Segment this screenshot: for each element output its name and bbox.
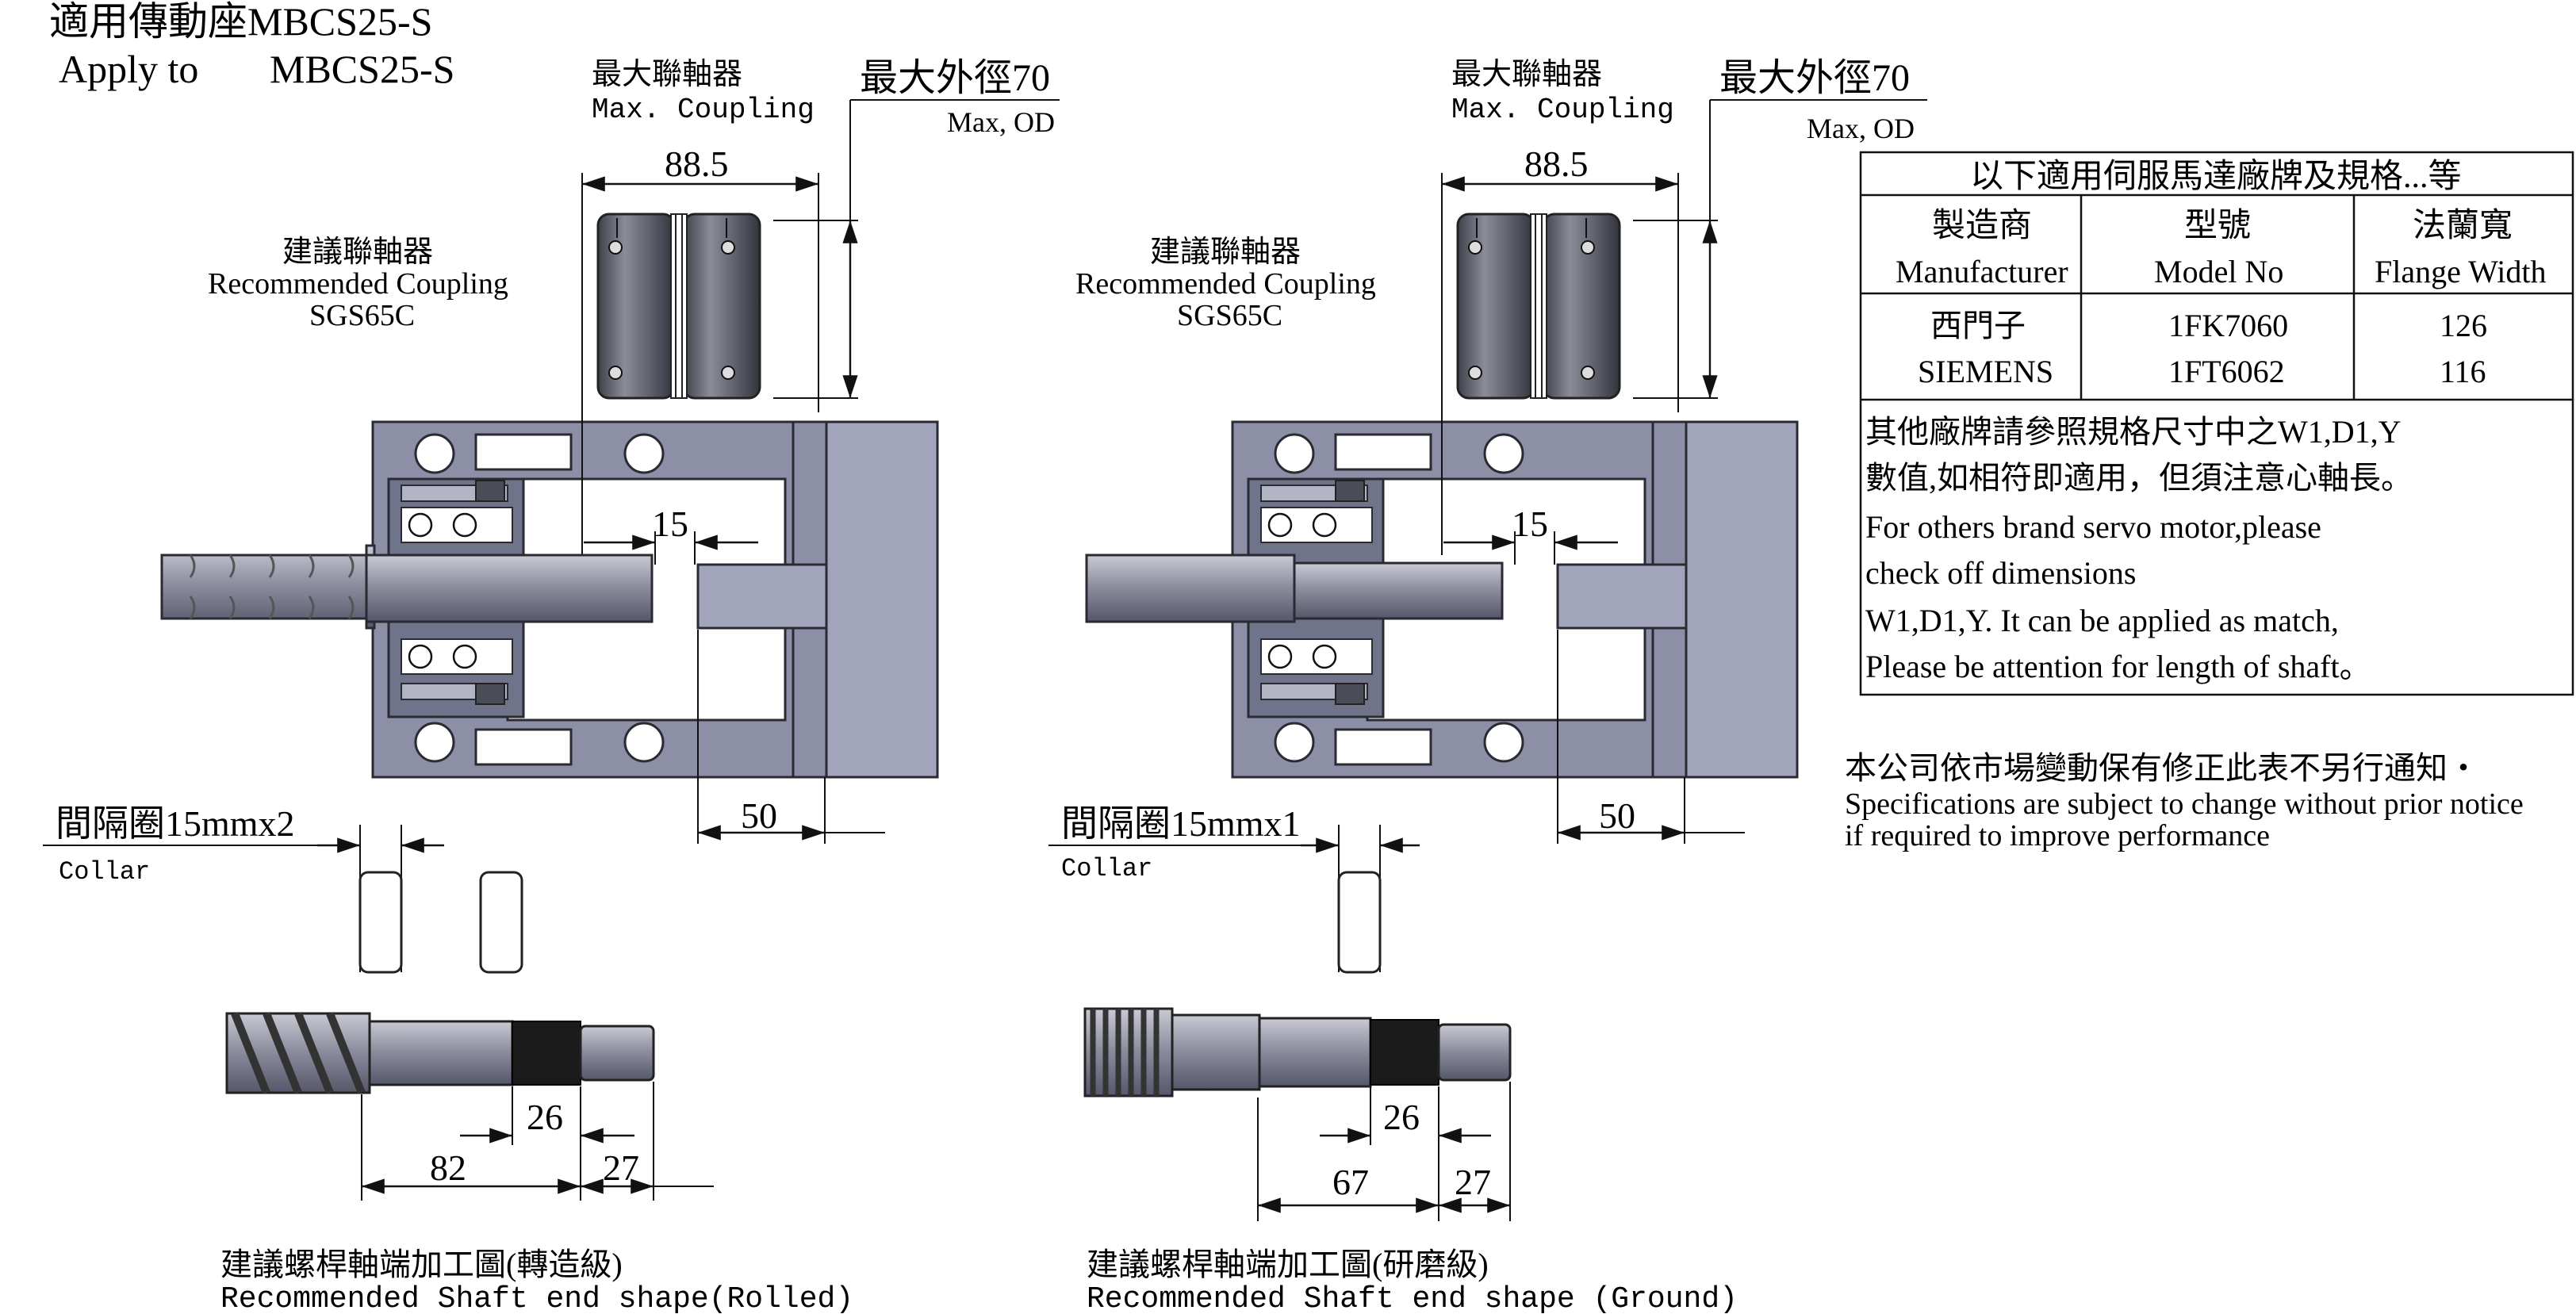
- dim-thread: 26: [1383, 1097, 1420, 1137]
- shaft-caption-en: Recommended Shaft end shape(Rolled): [220, 1282, 853, 1314]
- collar-left: [317, 825, 523, 974]
- header-flange-zh: 法蘭寬: [2413, 207, 2513, 244]
- header-model-en: Model No: [2154, 254, 2283, 289]
- note-line-1: 數值,如相符即適用，但須注意心軸長。: [1865, 460, 2413, 496]
- recommended-coupling-en: Recommended Coupling: [208, 267, 508, 301]
- note-line-4: W1,D1,Y. It can be applied as match,: [1865, 603, 2339, 638]
- header-manufacturer-zh: 製造商: [1932, 208, 2032, 244]
- gap-dim: 15: [1512, 504, 1548, 544]
- recommended-coupling-en: Recommended Coupling: [1075, 267, 1376, 301]
- notice-en-2: if required to improve performance: [1845, 819, 2270, 852]
- apply-label: Apply to: [59, 47, 198, 91]
- coupling-width-dim: 88.5: [665, 144, 729, 184]
- max-od-zh: 最大外徑70: [1719, 57, 1910, 99]
- shaft-end-left: [225, 1012, 714, 1201]
- title-zh: 適用傳動座MBCS25-S: [49, 0, 432, 44]
- dim-total: 82: [430, 1147, 466, 1188]
- collar-en: Collar: [59, 857, 150, 887]
- collar-right: [1301, 825, 1420, 974]
- recommended-coupling-model: SGS65C: [309, 299, 415, 332]
- header-manufacturer-en: Manufacturer: [1896, 254, 2068, 289]
- dim-total: 67: [1332, 1162, 1369, 1202]
- row-0-manufacturer: 西門子: [1930, 308, 2026, 343]
- shaft-end-right: [1083, 1007, 1512, 1221]
- depth-dim: 50: [1599, 795, 1635, 836]
- shaft-caption-en: Recommended Shaft end shape (Ground): [1087, 1282, 1738, 1314]
- collar-zh: 間隔圈15mmx1: [1061, 803, 1301, 844]
- dim-end: 27: [603, 1147, 639, 1188]
- dim-end: 27: [1455, 1162, 1491, 1202]
- max-coupling-en: Max. Coupling: [592, 94, 815, 126]
- depth-dim: 50: [741, 795, 777, 836]
- notice-en-1: Specifications are subject to change wit…: [1845, 787, 2524, 821]
- gap-dim: 15: [652, 504, 688, 544]
- max-coupling-en: Max. Coupling: [1451, 94, 1674, 126]
- recommended-coupling-zh: 建議聯軸器: [1150, 236, 1301, 269]
- motor-table: 以下適用伺服馬達廠牌及規格...等 製造商 型號 法蘭寬 Manufacture…: [1859, 151, 2574, 696]
- dim-thread: 26: [527, 1097, 563, 1137]
- assembly-right: [1085, 100, 1797, 844]
- notice: 本公司依市場變動保有修正此表不另行通知・ Specifications are …: [1845, 750, 2524, 852]
- note-line-5: Please be attention for length of shaft。: [1865, 649, 2371, 684]
- max-coupling-zh: 最大聯軸器: [1451, 58, 1602, 91]
- row-1-flange: 116: [2440, 354, 2486, 389]
- coupling-width-dim: 88.5: [1524, 144, 1589, 184]
- max-od-en: Max, OD: [1807, 113, 1915, 144]
- labels-right: 最大聯軸器 Max. Coupling 最大外徑70 Max, OD 88.5 …: [1048, 57, 1927, 1314]
- note-line-3: check off dimensions: [1865, 555, 2136, 591]
- shaft-caption-zh: 建議螺桿軸端加工圖(研磨級): [1087, 1247, 1489, 1282]
- row-0-model: 1FK7060: [2168, 308, 2288, 343]
- recommended-coupling-zh: 建議聯軸器: [282, 236, 433, 269]
- collar-en: Collar: [1061, 854, 1152, 883]
- apply-model: MBCS25-S: [270, 47, 454, 91]
- leadscrew-right: [1085, 554, 1296, 623]
- recommended-coupling-model: SGS65C: [1177, 299, 1282, 332]
- collar-zh: 間隔圈15mmx2: [56, 803, 295, 844]
- notice-zh: 本公司依市場變動保有修正此表不另行通知・: [1845, 750, 2479, 786]
- max-od-en: Max, OD: [947, 106, 1055, 138]
- leadscrew-left: [160, 544, 376, 630]
- header-flange-en: Flange Width: [2375, 254, 2547, 289]
- row-1-model: 1FT6062: [2168, 354, 2285, 389]
- row-1-manufacturer: SIEMENS: [1918, 354, 2053, 389]
- shaft-caption-zh: 建議螺桿軸端加工圖(轉造級): [220, 1247, 623, 1282]
- note-line-0: 其他廠牌請參照規格尺寸中之W1,D1,Y: [1865, 414, 2402, 450]
- header-model-zh: 型號: [2184, 208, 2251, 244]
- max-coupling-zh: 最大聯軸器: [592, 58, 742, 91]
- table-title: 以下適用伺服馬達廠牌及規格...等: [1970, 158, 2462, 195]
- max-od-zh: 最大外徑70: [860, 57, 1050, 99]
- note-line-2: For others brand servo motor,please: [1865, 509, 2321, 545]
- row-0-flange: 126: [2440, 308, 2487, 343]
- labels-left: 最大聯軸器 Max. Coupling 最大外徑70 Max, OD 88.5 …: [43, 57, 1060, 1314]
- assembly-left: [160, 100, 937, 844]
